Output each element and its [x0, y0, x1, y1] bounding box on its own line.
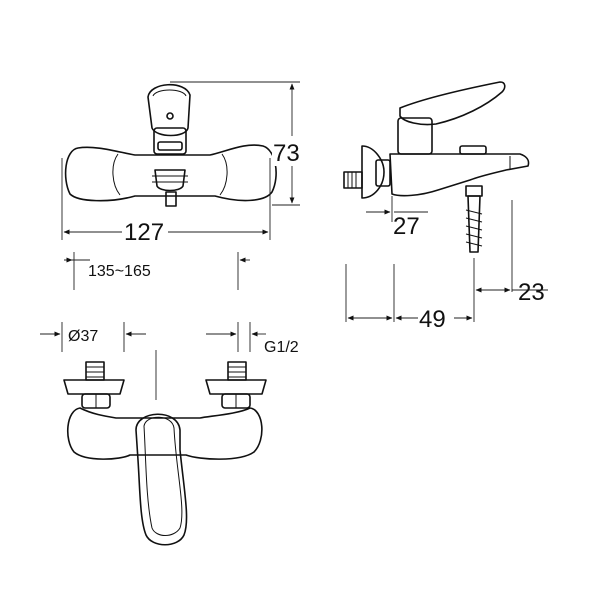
inlet-depth-label: 27	[393, 213, 420, 240]
height-dimension-label: 73	[273, 140, 300, 167]
bottom-view: 135~165 Ø37 G1/2	[40, 252, 299, 546]
side-view-thread	[465, 217, 483, 223]
front-view-body-inner	[112, 153, 228, 196]
front-view-handle	[147, 83, 191, 137]
side-view: 27 49 23	[343, 81, 548, 333]
side-view-thread	[465, 233, 483, 239]
bottom-view-right-flange	[205, 379, 267, 395]
centers-dimension-label: 135~165	[88, 263, 151, 280]
side-view-inlet	[343, 171, 363, 189]
front-view: 127 73	[61, 81, 308, 246]
outlet-offset-label: 23	[518, 279, 545, 306]
bottom-view-lever	[135, 413, 188, 546]
projection-label: 49	[419, 306, 446, 333]
bottom-view-body	[67, 407, 263, 460]
side-view-body	[389, 153, 530, 197]
front-view-diverter	[157, 141, 183, 151]
side-view-lever	[399, 81, 506, 126]
thread-label: G1/2	[264, 339, 299, 356]
front-view-handle-inner	[152, 89, 187, 97]
front-view-spout	[154, 169, 186, 192]
side-view-shower-connector	[467, 195, 481, 253]
side-view-thread	[465, 209, 483, 215]
side-view-thread	[465, 225, 483, 231]
side-view-flange	[361, 145, 385, 199]
side-view-nut	[375, 159, 391, 187]
side-view-diverter	[459, 145, 487, 155]
side-view-cartridge	[397, 117, 433, 155]
front-view-handle-screw	[166, 112, 174, 120]
bottom-view-lever-inner	[143, 416, 183, 536]
front-view-body	[64, 144, 277, 202]
label-mask	[418, 304, 454, 332]
side-view-thread	[465, 241, 483, 247]
side-view-shower-nut	[465, 185, 483, 197]
front-view-cartridge	[153, 127, 187, 155]
width-dimension-label: 127	[124, 219, 164, 246]
front-view-outlet	[165, 191, 177, 207]
flange-diameter-label: Ø37	[68, 328, 98, 345]
bottom-view-left-flange	[63, 379, 125, 395]
label-mask	[272, 136, 308, 166]
label-mask	[122, 219, 168, 245]
